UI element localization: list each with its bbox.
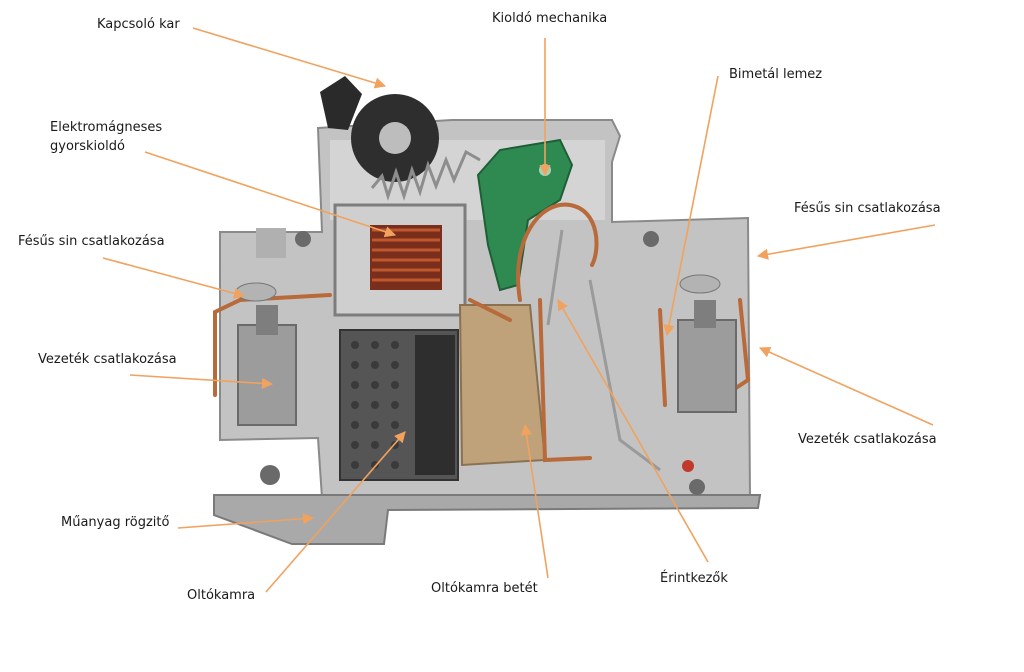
switch-lever xyxy=(320,76,439,182)
lever-spring xyxy=(370,149,481,201)
leader-erintkezok xyxy=(557,299,709,563)
leader-fesus-right xyxy=(756,224,936,260)
label-vezetek-right: Vezeték csatlakozása xyxy=(798,432,937,447)
leader-oltokamra-betet xyxy=(520,423,549,579)
arc-chamber xyxy=(339,329,459,481)
contact-wire xyxy=(546,229,661,472)
label-elektromagneses-line1: Elektromágneses xyxy=(50,120,163,135)
leader-vezetek-left xyxy=(129,374,274,389)
leader-kapcsolo-kar xyxy=(192,27,387,89)
leader-fesus-left xyxy=(102,257,246,299)
arc-chamber-insert xyxy=(458,304,547,467)
label-oltokamra: Oltókamra xyxy=(187,588,256,603)
label-muanyag-rogzito: Műanyag rögzitő xyxy=(61,515,170,530)
left-terminal-clamp xyxy=(235,282,297,426)
magnetic-coil xyxy=(333,203,467,317)
leader-bimetal xyxy=(663,75,719,337)
copper-conductors xyxy=(213,202,751,463)
label-kapcsolo-kar: Kapcsoló kar xyxy=(97,17,180,32)
label-fesus-sin-right: Fésűs sin csatlakozása xyxy=(794,201,941,216)
label-fesus-sin-left: Fésűs sin csatlakozása xyxy=(18,234,165,249)
leader-elektromagneses xyxy=(144,151,397,238)
label-kioldo-mechanika: Kioldó mechanika xyxy=(492,11,608,26)
label-bimetal-lemez: Bimetál lemez xyxy=(729,67,823,82)
label-erintkezok: Érintkezők xyxy=(660,571,728,586)
label-vezetek-left: Vezeték csatlakozása xyxy=(38,352,177,367)
leader-lines xyxy=(102,27,936,593)
leader-muanyag xyxy=(177,513,315,529)
leader-vezetek-right xyxy=(758,346,934,426)
leader-oltokamra xyxy=(265,431,406,593)
right-terminal-clamp xyxy=(677,274,737,413)
label-oltokamra-betet: Oltókamra betét xyxy=(431,581,538,596)
label-elektromagneses-line2: gyorskioldó xyxy=(50,139,125,154)
